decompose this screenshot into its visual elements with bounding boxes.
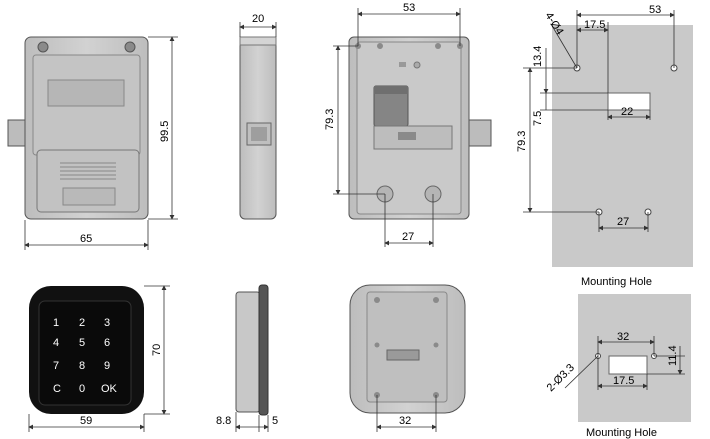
dim-template-width: 53 (649, 4, 661, 16)
side-top-lip (239, 36, 277, 46)
dim-keypad-height: 70 (151, 344, 163, 356)
mounting-template-keypad: 32 11.4 17.5 2-Ø3.3 Mounting Hole (545, 294, 691, 439)
bolt-back (465, 119, 492, 147)
dim-back-vertical: 79.3 (324, 109, 336, 130)
key-c[interactable]: C (53, 383, 61, 395)
keypad-front-view: 1 2 3 4 5 6 7 8 9 C 0 OK 59 70 (28, 285, 170, 432)
dim-front-height: 99.5 (159, 121, 171, 142)
dim-keypad-width: 59 (80, 415, 92, 427)
key-6[interactable]: 6 (104, 337, 110, 349)
lock-front-view: 65 99.5 (7, 36, 178, 250)
key-7[interactable]: 7 (53, 360, 59, 372)
key-9[interactable]: 9 (104, 360, 110, 372)
cam-block-top (374, 86, 408, 94)
screw (433, 342, 439, 348)
screw (374, 342, 380, 348)
dim-front-width: 65 (80, 233, 92, 245)
key-8[interactable]: 8 (79, 360, 85, 372)
keypad-side-view: 8.8 5 (216, 284, 278, 432)
dim-template2-slot-height: 11.4 (667, 345, 679, 366)
screw (377, 43, 383, 49)
dim-side-depth: 20 (252, 13, 264, 25)
small-hole (413, 61, 421, 69)
keypad-side-back (235, 291, 261, 413)
key-ok[interactable]: OK (101, 383, 118, 395)
small-slot (399, 62, 406, 67)
keypad-back-plate (366, 291, 448, 403)
screw (433, 297, 439, 303)
keypad-back-view: 32 (349, 284, 466, 432)
lock-side-view: 20 (239, 13, 277, 220)
cable-slot (386, 349, 420, 361)
mounting-template-lock: 53 17.5 4-Ø4 13.4 7.5 22 79.3 27 Mountin… (516, 4, 693, 288)
key-2[interactable]: 2 (79, 317, 85, 329)
key-4[interactable]: 4 (53, 337, 59, 349)
dim-back-holes: 27 (402, 231, 414, 243)
dim-keypad-depth-b: 5 (272, 415, 278, 427)
keypad-side-front (258, 284, 269, 416)
dim-template-slot-gap: 7.5 (532, 111, 544, 126)
dim-template2-spacing: 32 (617, 331, 629, 343)
dim-keypad-back-width: 32 (399, 415, 411, 427)
cover-slot (62, 187, 116, 206)
key-1[interactable]: 1 (53, 317, 59, 329)
key-5[interactable]: 5 (79, 337, 85, 349)
lock-back-view: 53 79.3 27 (324, 2, 492, 247)
dim-template2-slot-offset: 17.5 (613, 375, 634, 387)
dim-template-vertical: 79.3 (516, 131, 528, 152)
screw (435, 43, 441, 49)
screw (374, 297, 380, 303)
key-3[interactable]: 3 (104, 317, 110, 329)
dim-template-hole-offset: 13.4 (532, 46, 544, 67)
switch (398, 132, 416, 140)
mounting-hole (124, 41, 136, 53)
keypad-keys: 1 2 3 4 5 6 7 8 9 C 0 OK (53, 317, 118, 395)
caption-mounting-hole-bottom: Mounting Hole (586, 427, 657, 439)
vent-grille (60, 162, 116, 180)
caption-mounting-hole-top: Mounting Hole (581, 276, 652, 288)
side-bolt-inner (251, 127, 267, 141)
dim-template-slot-width: 22 (621, 106, 633, 118)
mounting-hole (37, 41, 49, 53)
keypad-glass (38, 300, 132, 406)
dim-template2-hole-dia: 2-Ø3.3 (545, 362, 577, 394)
dim-back-width: 53 (403, 2, 415, 14)
dim-keypad-depth-a: 8.8 (216, 415, 231, 427)
dim-template-slot-offset: 17.5 (584, 19, 605, 31)
dim-template-bottom-holes: 27 (617, 216, 629, 228)
template-slot (607, 92, 651, 111)
label-plate (47, 79, 125, 107)
template2-slot (608, 355, 648, 375)
key-0[interactable]: 0 (79, 383, 85, 395)
